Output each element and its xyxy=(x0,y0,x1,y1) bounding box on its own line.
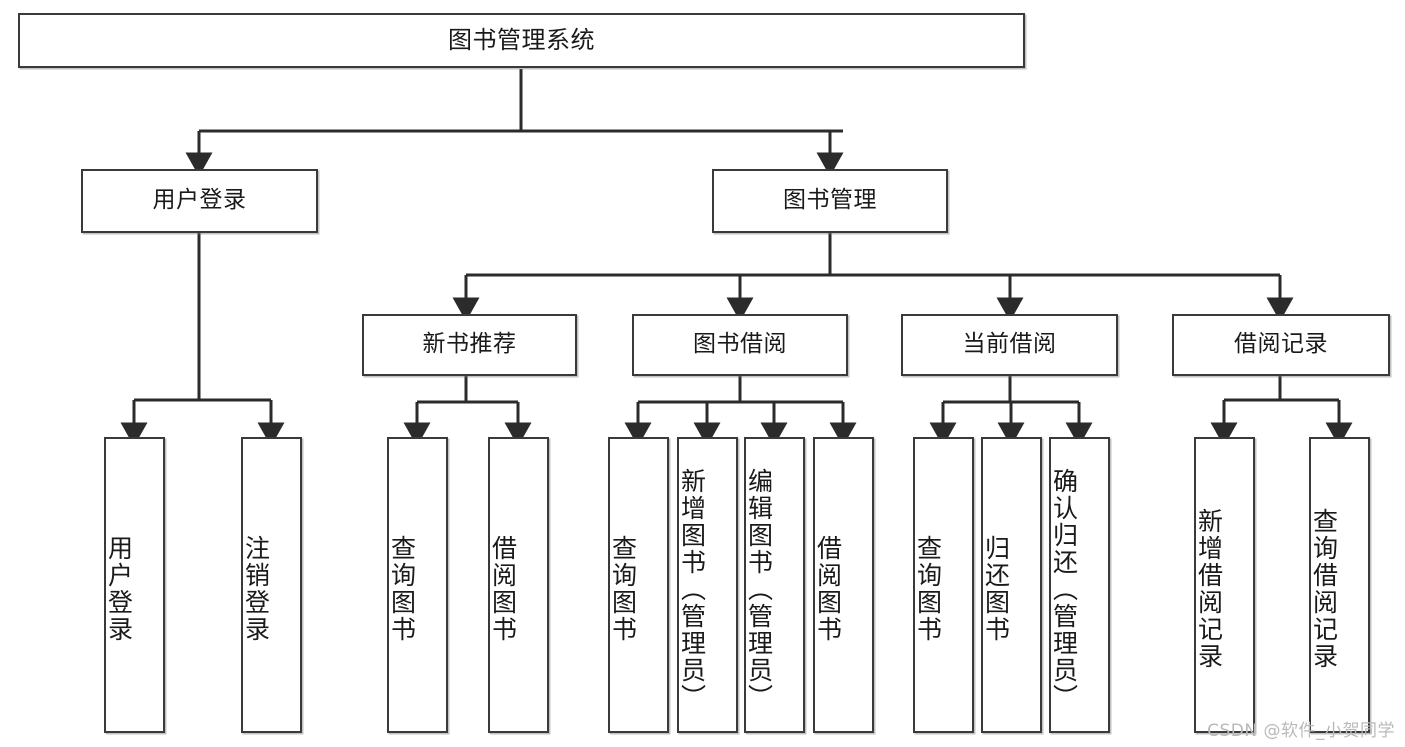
node-label: 确认归还（管理员） xyxy=(1049,467,1079,711)
node-label: 注销登录 xyxy=(241,535,271,643)
node-label: 查询图书 xyxy=(913,535,943,643)
node-new-book-recommend[interactable]: 新书推荐 xyxy=(362,314,577,376)
node-label: 归还图书 xyxy=(981,535,1011,643)
leaf-logout-login[interactable]: 注销登录 xyxy=(241,437,302,733)
node-book-borrow[interactable]: 图书借阅 xyxy=(632,314,848,376)
leaf-borrow-book-borrow[interactable]: 借阅图书 xyxy=(813,437,874,733)
node-label: 新增借阅记录 xyxy=(1194,508,1224,670)
csdn-watermark: CSDN @软件_小贺同学 xyxy=(1207,721,1395,741)
leaf-query-borrow-record[interactable]: 查询借阅记录 xyxy=(1309,437,1370,733)
leaf-confirm-return[interactable]: 确认归还（管理员） xyxy=(1049,437,1110,733)
leaf-edit-book[interactable]: 编辑图书（管理员） xyxy=(744,437,805,733)
node-book-manage[interactable]: 图书管理 xyxy=(712,169,948,233)
node-label: 图书管理 xyxy=(783,187,877,214)
node-label: 图书管理系统 xyxy=(448,26,595,55)
leaf-query-book-current[interactable]: 查询图书 xyxy=(913,437,974,733)
leaf-borrow-book-recommend[interactable]: 借阅图书 xyxy=(488,437,549,733)
node-label: 查询图书 xyxy=(608,535,638,643)
leaf-query-book-borrow[interactable]: 查询图书 xyxy=(608,437,669,733)
node-label: 新书推荐 xyxy=(422,331,517,358)
node-label: 借阅图书 xyxy=(488,535,518,643)
leaf-user-login[interactable]: 用户登录 xyxy=(104,437,165,733)
node-root-system[interactable]: 图书管理系统 xyxy=(18,13,1025,68)
leaf-add-book[interactable]: 新增图书（管理员） xyxy=(677,437,738,733)
leaf-add-borrow-record[interactable]: 新增借阅记录 xyxy=(1194,437,1255,733)
node-label: 借阅图书 xyxy=(813,535,843,643)
node-label: 查询借阅记录 xyxy=(1309,508,1339,670)
node-current-borrow[interactable]: 当前借阅 xyxy=(901,314,1118,376)
node-label: 借阅记录 xyxy=(1234,331,1328,358)
leaf-query-book-recommend[interactable]: 查询图书 xyxy=(387,437,448,733)
node-user-login[interactable]: 用户登录 xyxy=(81,169,318,233)
node-label: 用户登录 xyxy=(152,187,247,214)
node-label: 当前借阅 xyxy=(962,331,1057,358)
node-borrow-record[interactable]: 借阅记录 xyxy=(1172,314,1390,376)
node-label: 新增图书（管理员） xyxy=(677,467,707,711)
node-label: 用户登录 xyxy=(104,535,134,643)
node-label: 图书借阅 xyxy=(693,331,787,358)
leaf-return-book[interactable]: 归还图书 xyxy=(981,437,1042,733)
node-label: 查询图书 xyxy=(387,535,417,643)
node-label: 编辑图书（管理员） xyxy=(744,467,774,711)
